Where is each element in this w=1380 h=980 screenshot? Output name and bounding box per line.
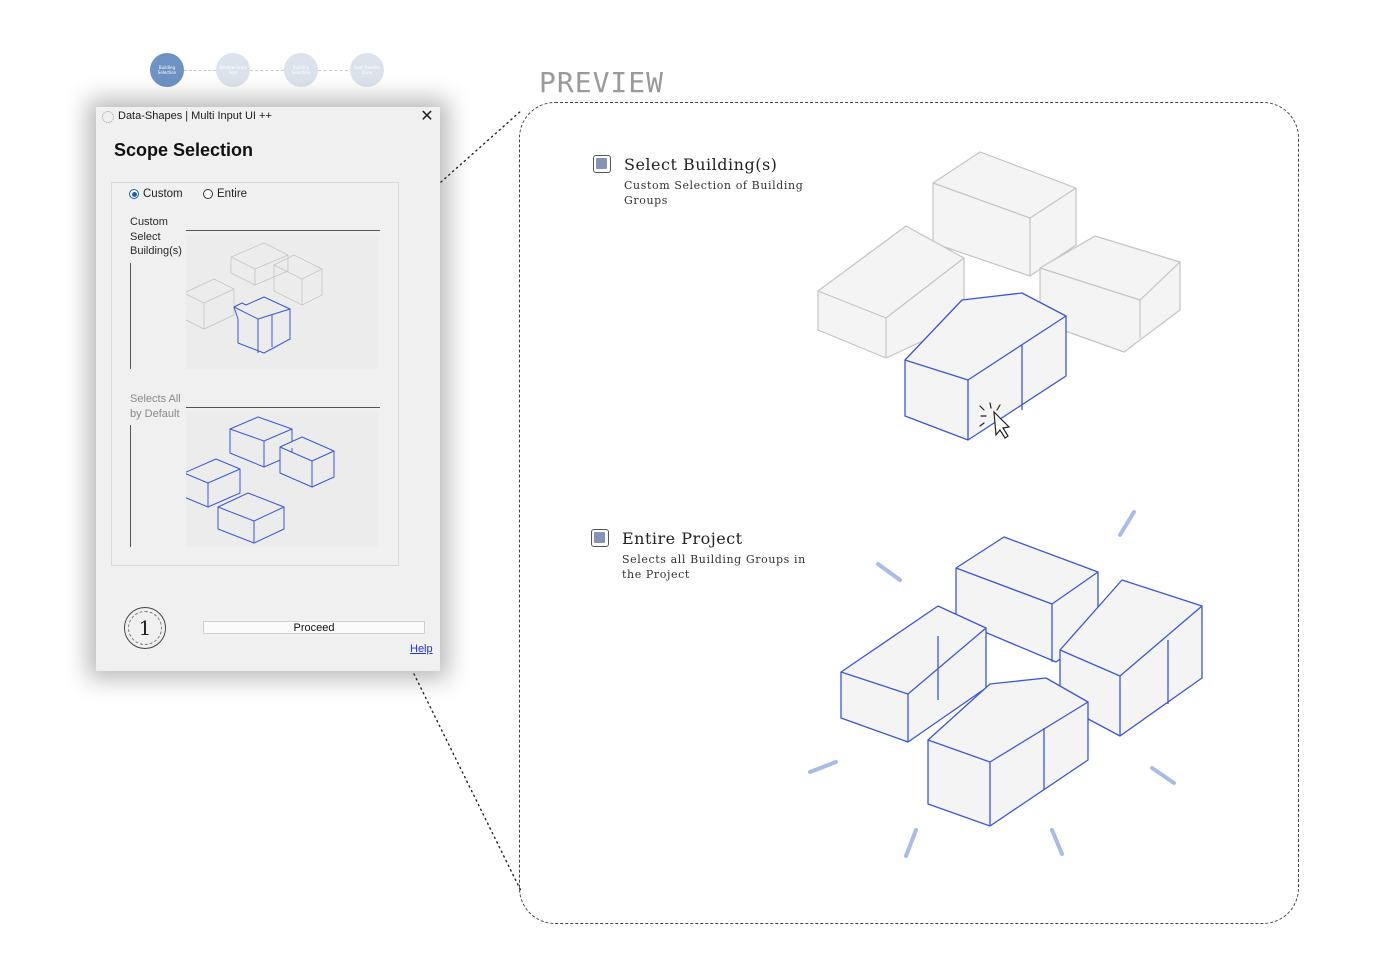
scope-options-group: Custom Entire Custom Select Building(s) — [111, 182, 399, 566]
custom-select-label: Custom Select Building(s) — [130, 216, 182, 257]
radio-selected-icon — [129, 189, 139, 199]
step-connector — [184, 70, 216, 71]
step-label: Window Scale Size — [219, 65, 247, 75]
radio-entire[interactable]: Entire — [203, 188, 247, 200]
step-label: Roof Transfer Zone — [353, 65, 381, 75]
dotted-circle-icon — [102, 111, 114, 123]
radio-label: Entire — [217, 188, 248, 200]
radio-custom[interactable]: Custom — [129, 188, 183, 200]
radio-unselected-icon — [203, 189, 213, 199]
proceed-button[interactable]: Proceed — [203, 621, 425, 634]
cursor-click-icon — [979, 402, 1011, 439]
step-4[interactable]: Roof Transfer Zone — [350, 53, 384, 87]
step-1[interactable]: Building Selection — [150, 53, 184, 87]
entire-project-option-icon — [591, 529, 609, 547]
entire-project-description: Selects all Building Groups in the Proje… — [622, 553, 806, 581]
step-3[interactable]: Building Selection — [284, 53, 318, 87]
preview-title: PREVIEW — [539, 66, 665, 99]
dialog-heading: Scope Selection — [114, 140, 254, 160]
select-buildings-title: Select Building(s) — [624, 155, 778, 174]
field-border — [130, 425, 131, 547]
step-connector — [318, 70, 348, 71]
select-buildings-option-icon — [593, 155, 611, 173]
window-title: Data-Shapes | Multi Input UI ++ — [118, 110, 272, 122]
callout-line — [440, 109, 523, 183]
help-link[interactable]: Help — [410, 643, 433, 655]
radio-label: Custom — [143, 188, 183, 200]
highlight-rays — [808, 510, 1176, 858]
field-divider — [186, 407, 380, 408]
step-progress: Building Selection Window Scale Size Bui… — [150, 53, 390, 89]
close-button[interactable]: ✕ — [420, 108, 434, 125]
entire-selection-viewport[interactable] — [183, 411, 378, 547]
step-number-badge: 1 — [124, 607, 166, 649]
callout-line — [413, 673, 523, 894]
step-label: Building Selection — [157, 65, 177, 75]
title-bar[interactable]: Data-Shapes | Multi Input UI ++ ✕ — [96, 107, 440, 129]
step-2[interactable]: Window Scale Size — [216, 53, 250, 87]
scope-selection-dialog: Data-Shapes | Multi Input UI ++ ✕ Scope … — [96, 107, 440, 671]
preview-frame — [519, 102, 1299, 924]
all-buildings-selected — [840, 536, 1203, 827]
custom-selection-viewport[interactable] — [183, 235, 378, 369]
entire-select-label: Selects All by Default — [130, 393, 181, 420]
step-number: 1 — [128, 611, 162, 645]
custom-selection-thumbnail — [183, 242, 323, 354]
selected-building — [904, 292, 1067, 441]
select-buildings-description: Custom Selection of Building Groups — [624, 179, 804, 207]
field-divider — [186, 230, 380, 231]
step-label: Building Selection — [291, 65, 311, 75]
field-border — [130, 263, 131, 369]
entire-project-title: Entire Project — [622, 529, 743, 548]
step-connector — [250, 70, 284, 71]
